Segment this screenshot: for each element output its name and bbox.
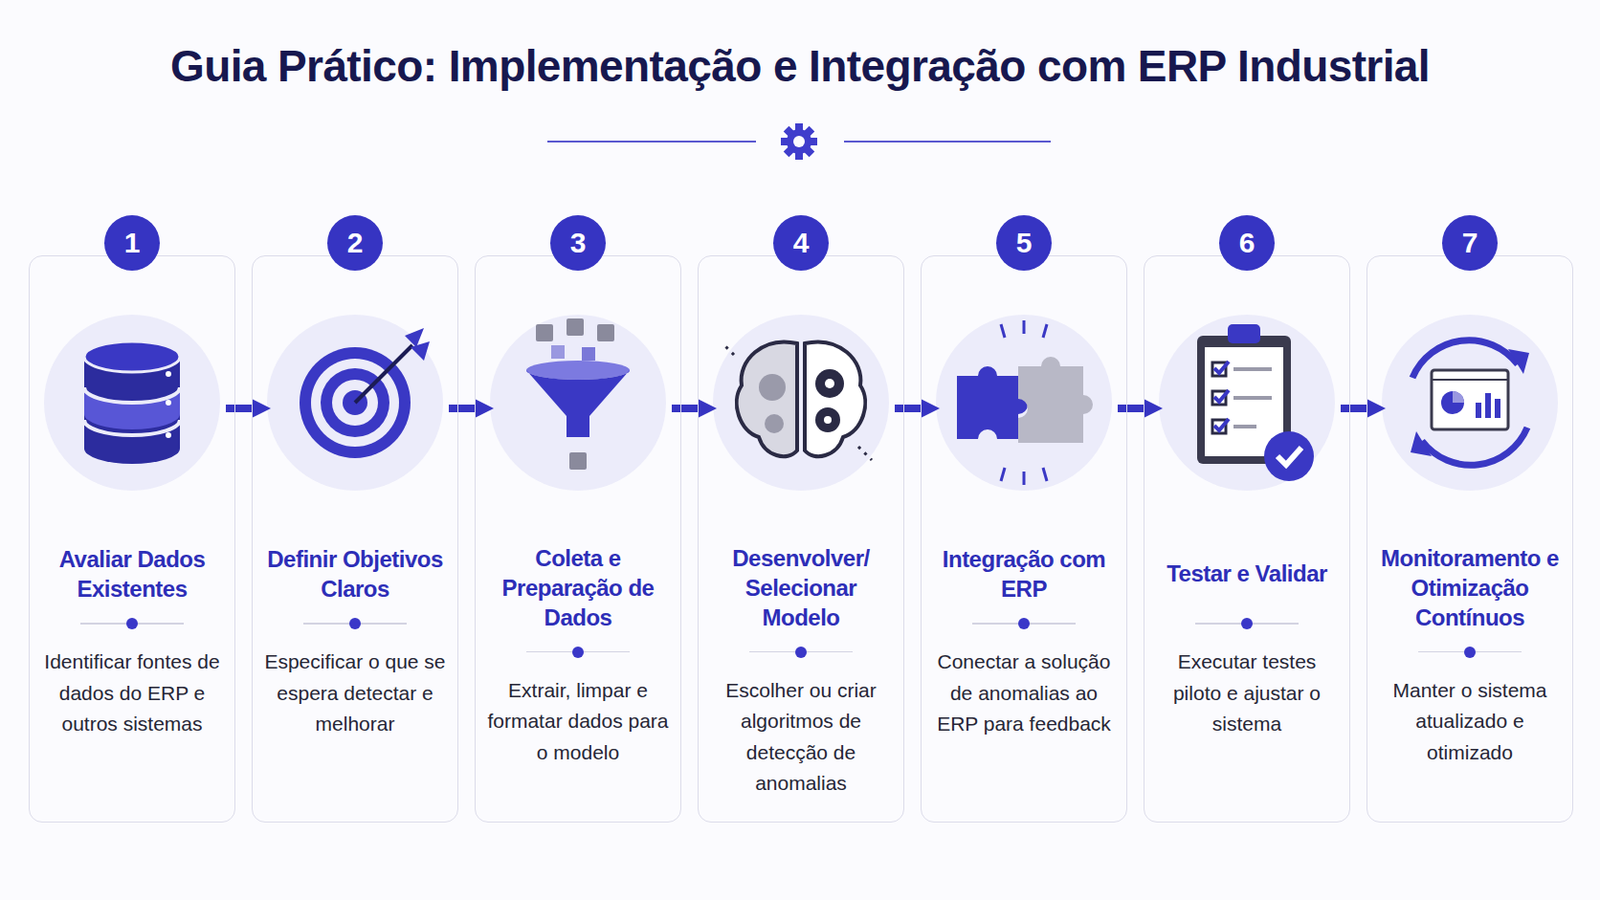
divider [80, 618, 184, 630]
database-icon [84, 341, 180, 465]
step-description: Executar testes piloto e ajustar o siste… [1152, 646, 1342, 741]
step-heading: Definir Objetivos Claros [260, 543, 450, 605]
step-card: Testar e ValidarExecutar testes piloto e… [1143, 255, 1351, 823]
clipboard-icon [1197, 324, 1314, 482]
step-number: 4 [773, 215, 829, 271]
step-description: Extrair, limpar e formatar dados para o … [483, 675, 673, 770]
icon-backgrounds [44, 314, 1558, 491]
step-description: Especificar o que se espera detectar e m… [260, 646, 450, 741]
step-description: Identificar fontes de dados do ERP e out… [37, 646, 227, 741]
divider [972, 618, 1076, 630]
brain-icon [724, 342, 872, 461]
step-card: Coleta e Preparação de DadosExtrair, lim… [474, 255, 682, 823]
title-ornament [547, 123, 1051, 160]
step-description: Manter o sistema atualizado e otimizado [1375, 675, 1565, 770]
step-heading: Testar e Validar [1166, 543, 1328, 605]
step-heading: Coleta e Preparação de Dados [483, 543, 673, 634]
diagram-title: Guia Prático: Implementação e Integração… [0, 40, 1600, 92]
step-number: 1 [104, 215, 160, 271]
divider [1195, 618, 1299, 630]
funnel-icon [526, 318, 630, 470]
step-heading: Desenvolver/ Selecionar Modelo [706, 543, 896, 634]
step-description: Escolher ou criar algoritmos de detecção… [706, 675, 896, 800]
step-description: Conectar a solução de anomalias ao ERP p… [929, 646, 1119, 741]
step-card: Integração com ERP Conectar a solução de … [920, 255, 1128, 823]
step-number: 7 [1442, 215, 1498, 271]
step-number: 3 [550, 215, 606, 271]
divider [303, 618, 407, 630]
target-icon [299, 328, 430, 459]
step-card: Definir Objetivos ClarosEspecificar o qu… [251, 255, 459, 823]
step-number: 6 [1219, 215, 1275, 271]
step-card: Desenvolver/ Selecionar ModeloEscolher o… [697, 255, 905, 823]
step-heading: Monitoramento e Otimização Contínuos [1375, 543, 1565, 634]
puzzle-icon [956, 320, 1093, 486]
divider [749, 646, 853, 659]
step-number: 2 [327, 215, 383, 271]
divider [526, 646, 630, 659]
step-card: Avaliar Dados ExistentesIdentificar font… [28, 255, 236, 823]
step-card: Monitoramento e Otimização ContínuosMant… [1366, 255, 1574, 823]
step-heading: Integração com ERP [929, 543, 1119, 605]
step-heading: Avaliar Dados Existentes [37, 543, 227, 605]
monitoring-icon [1410, 340, 1530, 467]
divider [1418, 646, 1522, 659]
step-number: 5 [996, 215, 1052, 271]
